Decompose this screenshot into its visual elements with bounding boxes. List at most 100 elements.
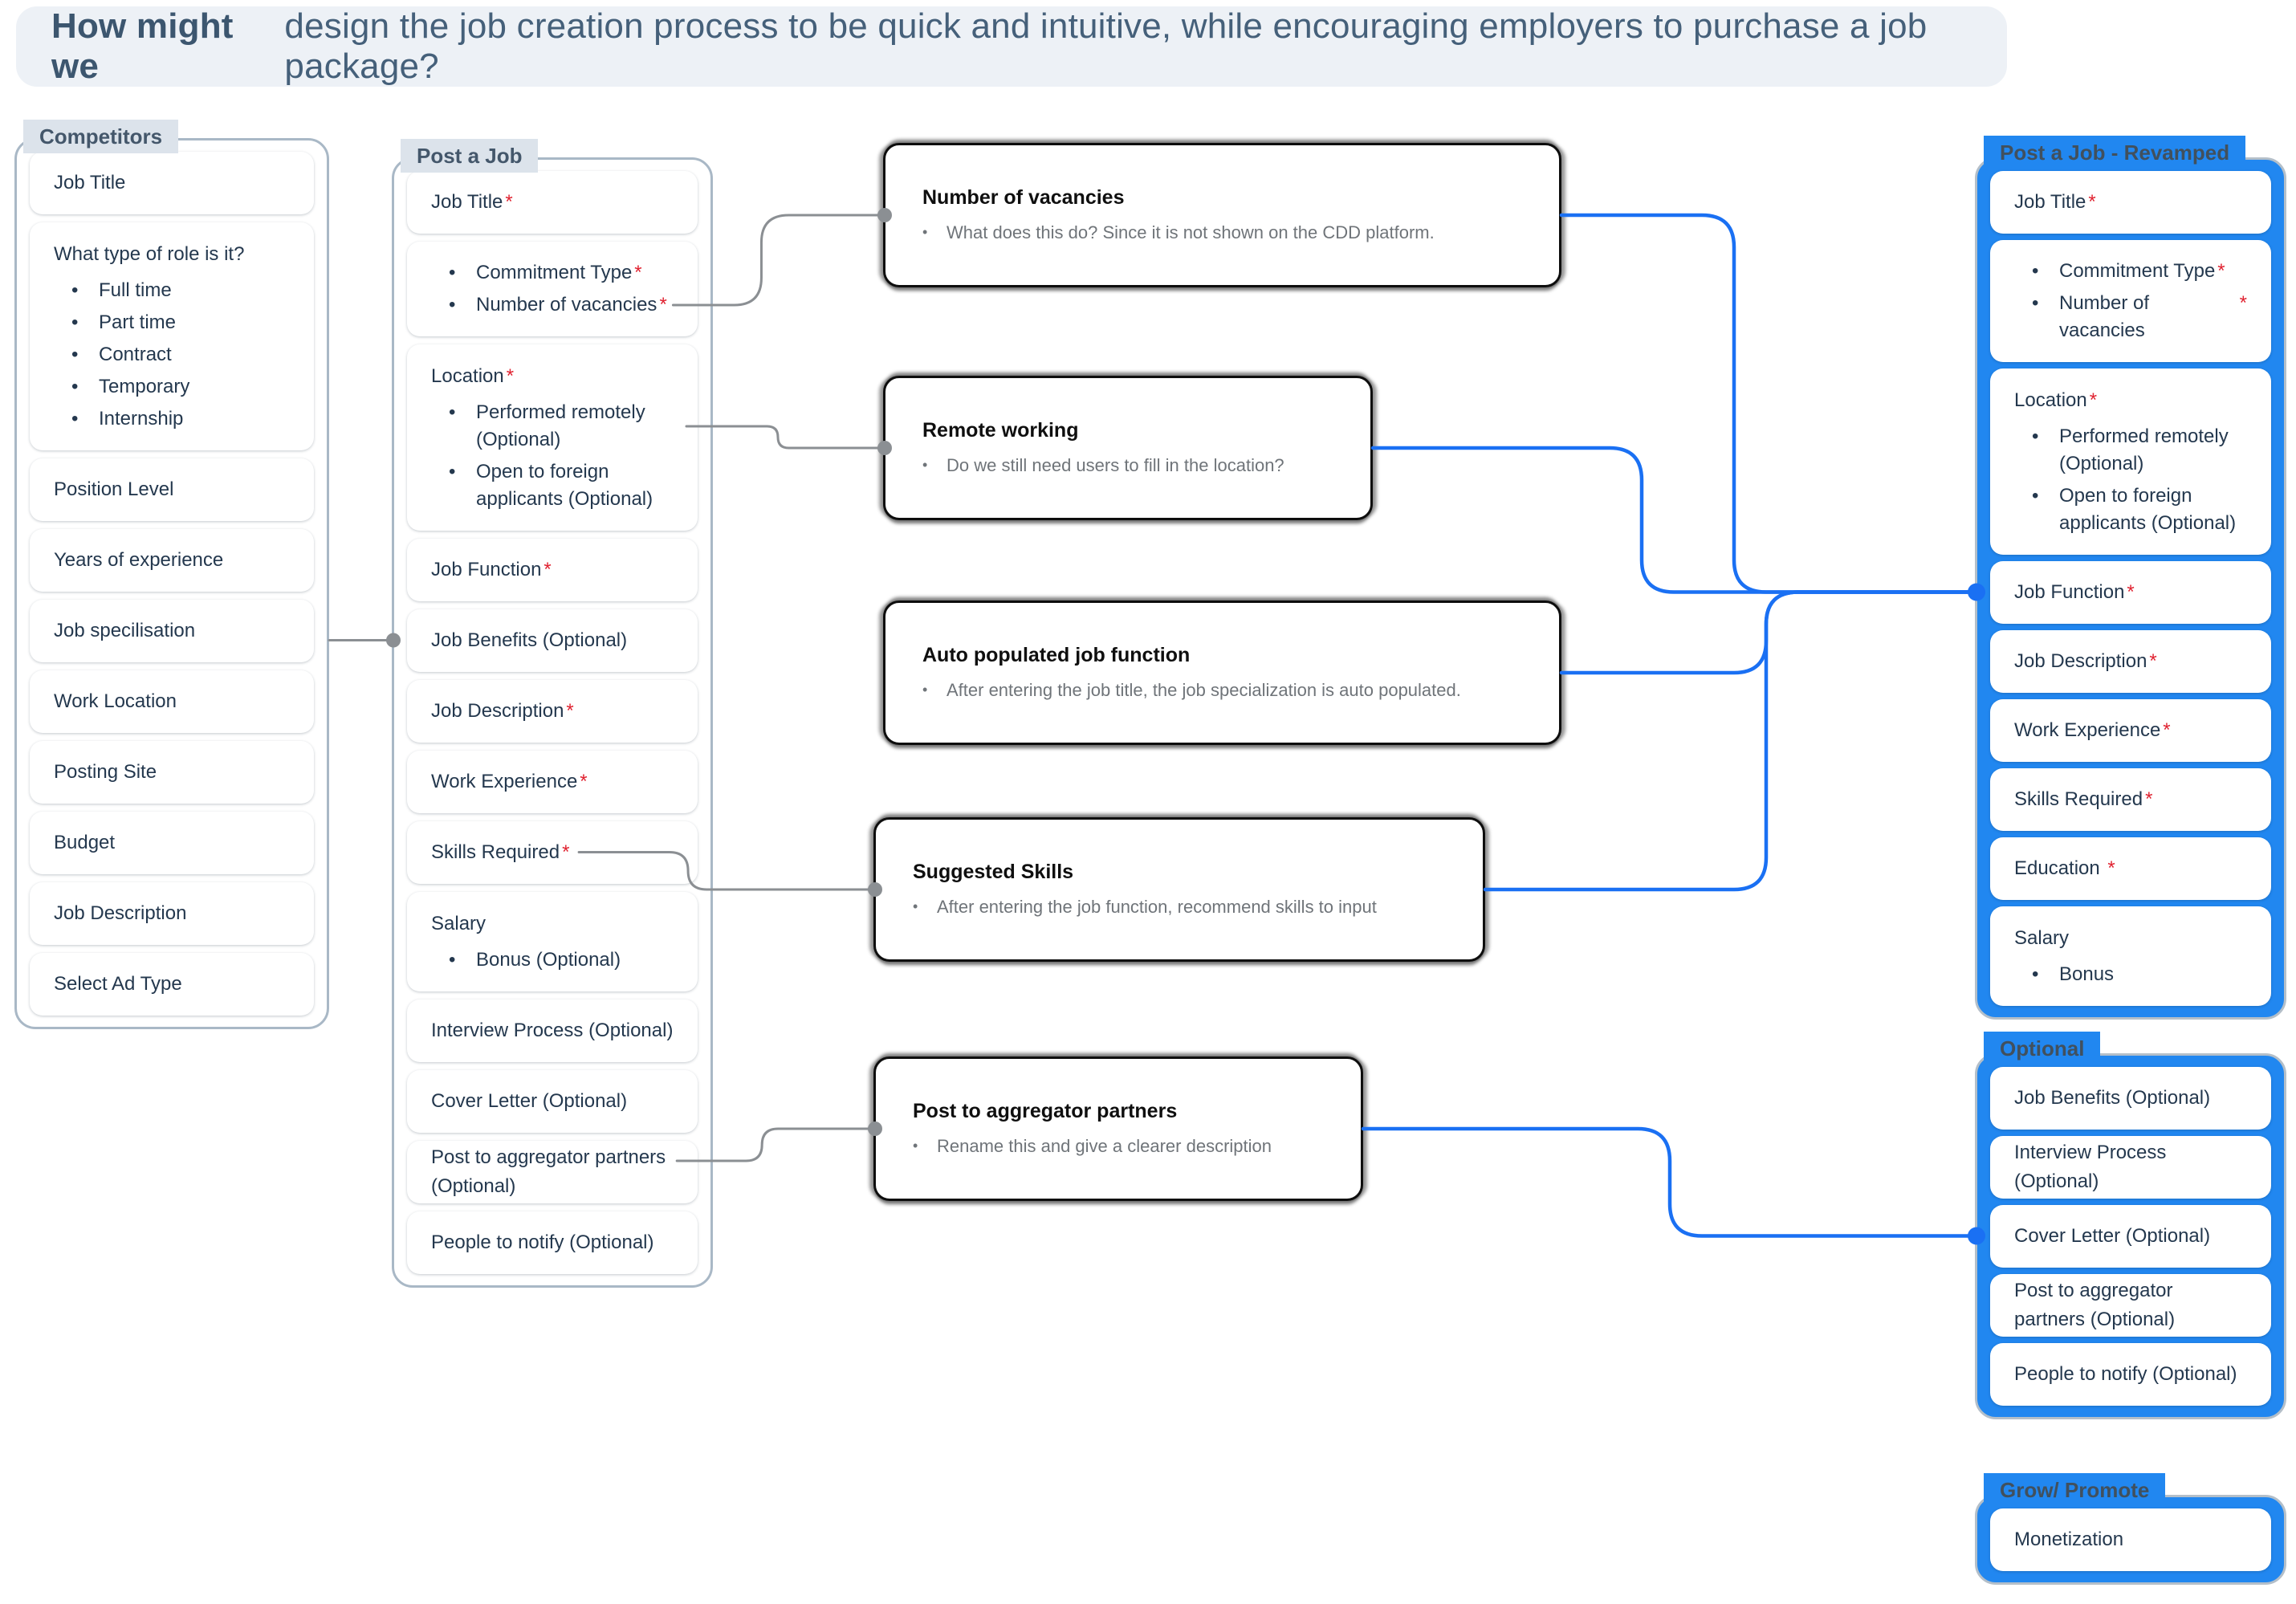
card-title-row: Job Title* — [2014, 188, 2096, 217]
card-title-row: Years of experience — [54, 546, 223, 575]
card-skills-required[interactable]: Skills Required* — [407, 821, 698, 884]
sticky-note-post-to-aggregator-partners[interactable]: Post to aggregator partners • Rename thi… — [873, 1056, 1363, 1201]
card-title-row: Work Experience* — [2014, 716, 2171, 745]
card-title: Skills Required — [431, 841, 560, 863]
bullet-dot: • — [2032, 260, 2039, 282]
card-bullet-list: •Commitment Type*•Number of vacancies* — [2014, 258, 2247, 344]
card-salary[interactable]: Salary•Bonus (Optional) — [407, 892, 698, 991]
bullet-dot: • — [2032, 485, 2039, 507]
card-title: Job Benefits (Optional) — [2014, 1087, 2211, 1109]
card-work-location[interactable]: Work Location — [30, 670, 314, 733]
card-skills-required[interactable]: Skills Required* — [1990, 768, 2271, 831]
grow-promote-column[interactable]: Grow/ Promote Monetization — [1975, 1473, 2286, 1585]
card-work-experience[interactable]: Work Experience* — [407, 751, 698, 813]
card-job-description[interactable]: Job Description — [30, 882, 314, 945]
card-posting-site[interactable]: Posting Site — [30, 741, 314, 804]
bullet-dot: • — [449, 461, 456, 482]
card-title: Interview Process (Optional) — [2014, 1142, 2167, 1192]
card-job-benefits-optional[interactable]: Job Benefits (Optional) — [1990, 1067, 2271, 1130]
bullet-dot: • — [71, 311, 79, 333]
post-a-job-revamped-column[interactable]: Post a Job - Revamped Job Title*•Commitm… — [1975, 136, 2286, 1020]
card-job-title[interactable]: Job Title* — [1990, 171, 2271, 234]
card-job-function[interactable]: Job Function* — [1990, 561, 2271, 624]
card-title: Education — [2014, 857, 2106, 879]
sticky-note-number-of-vacancies[interactable]: Number of vacancies • What does this do?… — [883, 143, 1561, 287]
card-job-function[interactable]: Job Function* — [407, 539, 698, 601]
card-job-title[interactable]: Job Title* — [407, 171, 698, 234]
card-title: Job Description — [431, 700, 564, 722]
bullet-dot: • — [922, 457, 928, 474]
sticky-note-title: Post to aggregator partners — [913, 1100, 1178, 1123]
card-title: Location — [2014, 389, 2087, 411]
card-title-row: Job Description* — [431, 697, 574, 726]
post-a-job-label[interactable]: Post a Job — [401, 139, 539, 173]
card-work-experience[interactable]: Work Experience* — [1990, 699, 2271, 762]
card-post-to-aggregator-partners-optional[interactable]: Post to aggregator partners (Optional) — [1990, 1274, 2271, 1337]
card-job-specilisation[interactable]: Job specilisation — [30, 600, 314, 662]
card-bullet-item: •Open to foreign applicants (Optional) — [449, 458, 674, 513]
card-bullet: Contract — [99, 344, 172, 365]
card-job-title[interactable]: Job Title — [30, 152, 314, 214]
optional-column[interactable]: Optional Job Benefits (Optional) Intervie… — [1975, 1032, 2286, 1419]
sticky-note-text: Rename this and give a clearer descripti… — [937, 1136, 1272, 1157]
card-bullet: Number of vacancies — [2059, 292, 2150, 341]
connector-remote-to-note — [685, 425, 885, 450]
card-monetization[interactable]: Monetization — [1990, 1508, 2271, 1571]
card-cover-letter-optional[interactable]: Cover Letter (Optional) — [407, 1070, 698, 1133]
sticky-note-auto-populated-job-function[interactable]: Auto populated job function • After ente… — [883, 600, 1561, 745]
card-people-to-notify-optional[interactable]: People to notify (Optional) — [1990, 1343, 2271, 1406]
card-title: Job Title — [2014, 191, 2086, 213]
card-title: Salary — [2014, 927, 2070, 949]
post-a-job-revamped-label[interactable]: Post a Job - Revamped — [1984, 136, 2246, 169]
card-title: People to notify (Optional) — [2014, 1363, 2237, 1385]
card-bullet-list: •Performed remotely (Optional)•Open to f… — [431, 399, 674, 513]
grow-promote-label[interactable]: Grow/ Promote — [1984, 1473, 2166, 1507]
card-title: Job Title — [431, 191, 503, 213]
card-title: Skills Required — [2014, 788, 2143, 810]
card-title-row: Job Benefits (Optional) — [2014, 1084, 2210, 1113]
card-title-row: Skills Required* — [431, 838, 569, 867]
card-commitment-type[interactable]: •Commitment Type*•Number of vacancies* — [1990, 240, 2271, 362]
card-years-of-experience[interactable]: Years of experience — [30, 529, 314, 592]
card-bullet-item: •Bonus — [2032, 961, 2247, 988]
required-asterisk: * — [2107, 857, 2115, 879]
card-interview-process-optional[interactable]: Interview Process (Optional) — [407, 999, 698, 1062]
card-location[interactable]: Location* •Performed remotely (Optional)•… — [407, 344, 698, 531]
sticky-note-remote-working[interactable]: Remote working • Do we still need users … — [883, 376, 1373, 520]
card-people-to-notify-optional[interactable]: People to notify (Optional) — [407, 1211, 698, 1274]
optional-label[interactable]: Optional — [1984, 1032, 2101, 1065]
card-education[interactable]: Education * — [1990, 837, 2271, 900]
post-a-job-column[interactable]: Post a Job Job Title* •Commitment Type*•N… — [392, 139, 713, 1288]
card-title-row: Location* — [431, 362, 674, 391]
card-interview-process-optional[interactable]: Interview Process (Optional) — [1990, 1136, 2271, 1199]
card-bullet: Temporary — [99, 376, 190, 397]
card-job-description[interactable]: Job Description* — [407, 680, 698, 743]
bullet-dot: • — [71, 344, 79, 365]
card-bullet-list: •Full time•Part time•Contract•Temporary•… — [54, 277, 290, 433]
card-commitment-type[interactable]: •Commitment Type*•Number of vacancies* — [407, 242, 698, 336]
card-cover-letter-optional[interactable]: Cover Letter (Optional) — [1990, 1205, 2271, 1268]
card-select-ad-type[interactable]: Select Ad Type — [30, 953, 314, 1016]
card-title: Work Experience — [2014, 719, 2161, 741]
card-location[interactable]: Location*•Performed remotely (Optional)•… — [1990, 368, 2271, 555]
card-job-benefits-optional[interactable]: Job Benefits (Optional) — [407, 609, 698, 672]
card-job-description[interactable]: Job Description* — [1990, 630, 2271, 693]
sticky-note-suggested-skills[interactable]: Suggested Skills • After entering the jo… — [873, 817, 1485, 962]
sticky-note-title: Remote working — [922, 419, 1079, 442]
card-title-row: Job Function* — [2014, 578, 2135, 607]
card-salary[interactable]: Salary •Bonus — [1990, 906, 2271, 1006]
bullet-dot: • — [922, 224, 928, 241]
card-title-row: Job Benefits (Optional) — [431, 626, 627, 655]
card-budget[interactable]: Budget — [30, 812, 314, 874]
card-title: Years of experience — [54, 549, 224, 571]
required-asterisk: * — [2163, 719, 2171, 741]
card-position-level[interactable]: Position Level — [30, 458, 314, 521]
card-title-row: Work Experience* — [431, 767, 588, 796]
card-post-to-aggregator-partners-optional[interactable]: Post to aggregator partners (Optional) — [407, 1141, 698, 1203]
required-asterisk: * — [2088, 191, 2096, 213]
competitors-label[interactable]: Competitors — [23, 120, 179, 153]
card-what-type-of-role-is-it[interactable]: What type of role is it?•Full time•Part … — [30, 222, 314, 450]
card-bullet-list: •Bonus (Optional) — [431, 947, 674, 974]
card-title: Post to aggregator partners (Optional) — [2014, 1280, 2176, 1330]
